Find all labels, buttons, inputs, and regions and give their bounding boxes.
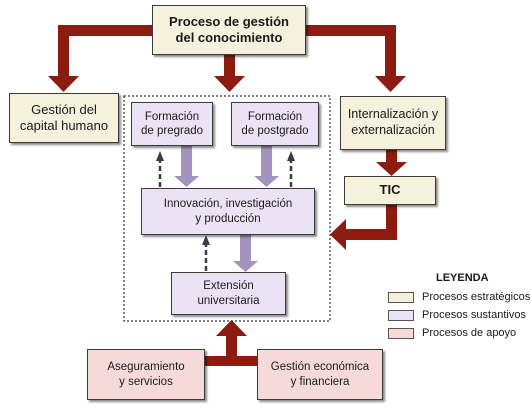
pregrado-to-innovacion-shaft — [181, 146, 192, 178]
innovacion-to-extension-shaft — [240, 235, 251, 263]
bottom-up-head — [216, 320, 247, 336]
pregrado-to-innovacion-head — [174, 176, 199, 187]
legend-title: LEYENDA — [436, 272, 489, 284]
right-down-head — [375, 76, 406, 92]
dashed-arrows — [156, 151, 295, 271]
postgrado-to-innovacion-shaft — [261, 146, 272, 178]
legend-item-substantive: Procesos sustantivos — [388, 309, 526, 321]
internalization-box: Internalización y externalización — [340, 96, 446, 150]
human-capital-box: Gestión del capital humano — [9, 93, 119, 143]
innovation-research-box: Innovación, investigación y producción — [141, 188, 315, 235]
center-down-head — [214, 76, 245, 92]
top-left-bar — [58, 25, 153, 36]
knowledge-management-process-box: Proceso de gestión del conocimiento — [152, 5, 306, 55]
undergraduate-training-box: Formación de pregrado — [131, 102, 213, 146]
postgraduate-training-box: Formación de postgrado — [231, 102, 319, 146]
tic-box: TIC — [344, 176, 436, 205]
tic-elbow-head — [330, 219, 346, 250]
right-down-shaft — [385, 25, 396, 78]
tic-elbow-vertical — [386, 205, 397, 240]
legend-item-strategic: Procesos estratégicos — [388, 291, 530, 303]
tic-elbow-horizontal — [344, 229, 397, 240]
legend-swatch-support — [388, 327, 414, 339]
substantive-processes-frame — [123, 95, 331, 322]
tic-down-shaft — [386, 150, 397, 164]
red-arrows — [48, 25, 407, 366]
legend-label-support: Procesos de apoyo — [422, 327, 517, 339]
innovacion-to-extension-head — [233, 261, 258, 272]
left-down-head — [48, 76, 79, 92]
bottom-bar — [145, 356, 315, 366]
postgrado-to-innovacion-head — [254, 176, 279, 187]
top-right-bar — [306, 25, 396, 36]
economic-management-box: Gestión económica y financiera — [257, 349, 383, 400]
legend-label-substantive: Procesos sustantivos — [422, 309, 526, 321]
bottom-up-shaft — [226, 334, 237, 359]
university-extension-box: Extensión universitaria — [171, 272, 286, 315]
legend-item-support: Procesos de apoyo — [388, 327, 516, 339]
purple-arrows — [174, 146, 279, 272]
legend-swatch-substantive — [388, 309, 414, 321]
center-down-shaft — [224, 54, 235, 78]
left-down-shaft — [58, 25, 69, 78]
quality-assurance-box: Aseguramiento y servicios — [87, 349, 205, 400]
legend-label-strategic: Procesos estratégicos — [422, 291, 531, 303]
legend-swatch-strategic — [388, 291, 414, 303]
tic-down-head — [376, 162, 407, 176]
